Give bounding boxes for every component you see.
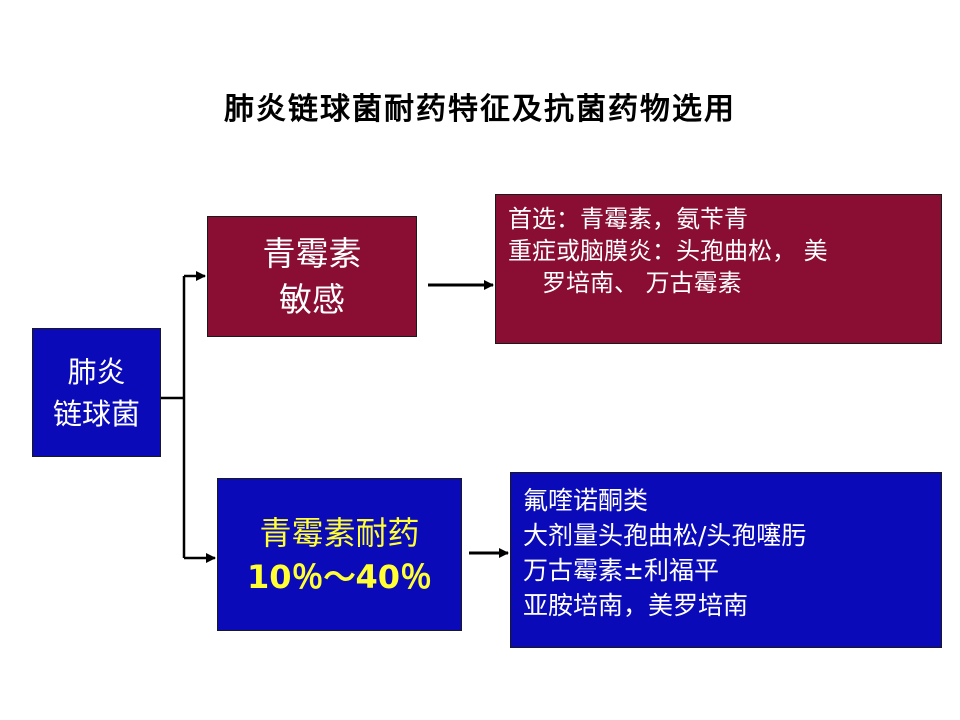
root-line1: 肺炎 — [67, 354, 126, 389]
resistant-treatment-line1: 氟喹诺酮类 — [523, 486, 649, 515]
pneumococcus-box: 肺炎 链球菌 — [32, 328, 161, 457]
resistant-treatment-box: 氟喹诺酮类 大剂量头孢曲松/头孢噻肟 万古霉素±利福平 亚胺培南，美罗培南 — [510, 472, 942, 648]
sensitive-line1: 青霉素 — [262, 233, 362, 273]
resistant-treatment-line2: 大剂量头孢曲松/头孢噻肟 — [523, 521, 807, 550]
penicillin-sensitive-box: 青霉素 敏感 — [207, 216, 417, 337]
resistant-rate: 10％～40％ — [246, 557, 433, 596]
root-line2: 链球菌 — [52, 396, 140, 431]
penicillin-resistant-box: 青霉素耐药 10％～40％ — [217, 478, 462, 631]
resistant-treatment-line4: 亚胺培南，美罗培南 — [523, 591, 749, 620]
page-title: 肺炎链球菌耐药特征及抗菌药物选用 — [224, 92, 736, 127]
resistant-treatment-line3: 万古霉素±利福平 — [523, 556, 719, 585]
sensitive-treatment-line1: 首选：青霉素，氨苄青 — [508, 205, 748, 233]
resistant-line1: 青霉素耐药 — [259, 513, 420, 552]
sensitive-treatment-line2: 重症或脑膜炎：头孢曲松， 美 — [508, 237, 828, 265]
sensitive-line2: 敏感 — [279, 279, 345, 319]
sensitive-treatment-line3: 罗培南、 万古霉素 — [542, 269, 742, 297]
sensitive-treatment-box: 首选：青霉素，氨苄青 重症或脑膜炎：头孢曲松， 美 罗培南、 万古霉素 — [495, 194, 942, 344]
